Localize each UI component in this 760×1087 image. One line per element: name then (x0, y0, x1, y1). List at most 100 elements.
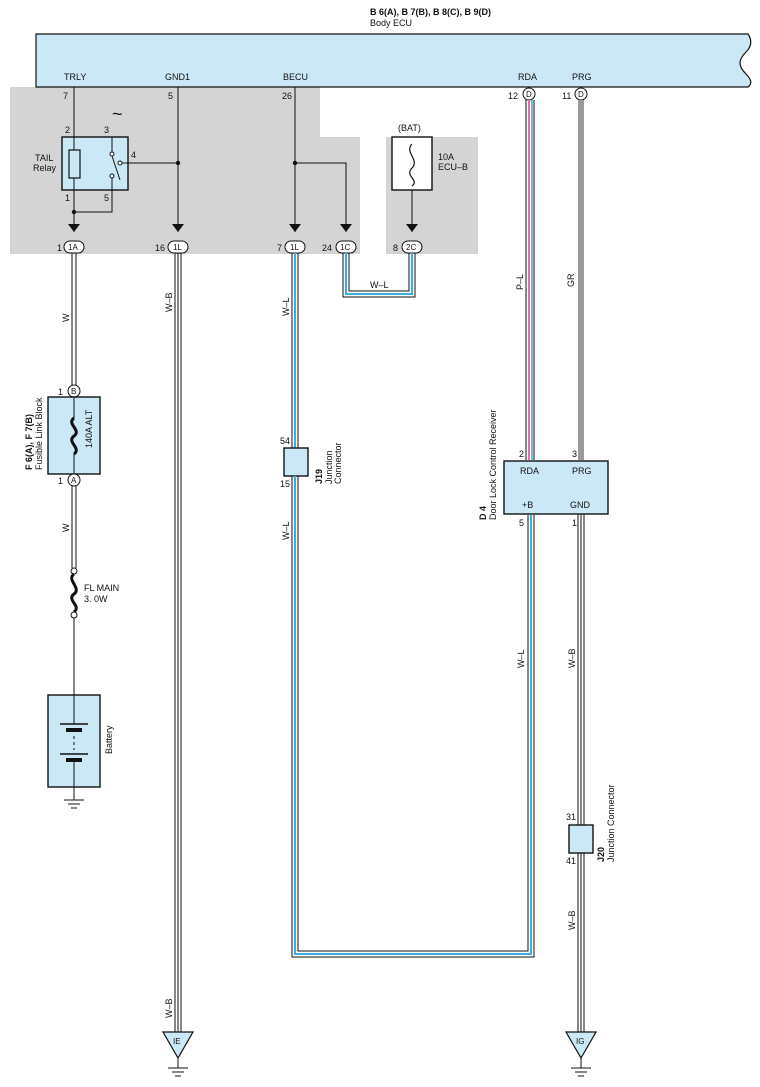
svg-text:W: W (61, 313, 71, 322)
svg-text:IG: IG (576, 1037, 584, 1046)
fuse-ecu-b: (BAT) 10A ECU–B (391, 123, 468, 191)
svg-text:D 4: D 4 (478, 506, 488, 520)
ground-ig: IG (564, 1031, 598, 1077)
wire-label-wl2: W–L (281, 521, 291, 540)
svg-text:D: D (526, 90, 532, 99)
wire-wl-loop (342, 253, 416, 298)
pin-becu: 26 (282, 91, 292, 101)
wire-wl-becu (291, 253, 299, 448)
pin-prg: 11 (562, 91, 571, 101)
wire-label-wl3: W–L (516, 649, 526, 668)
ground-ie: IE (161, 1031, 195, 1077)
jb-connector-1l-becu: 7 1L (277, 224, 306, 254)
jb-connector-1a: 1 1A (57, 224, 85, 254)
wire-label-wb2: W–B (567, 648, 577, 668)
svg-text:2C: 2C (406, 243, 416, 252)
fl-main-fuse: FL MAIN 3. 0W (70, 567, 119, 695)
pin-rda: 12 (508, 91, 518, 101)
svg-text:41: 41 (566, 856, 576, 866)
svg-text:PRG: PRG (572, 466, 592, 476)
svg-text:1: 1 (58, 476, 63, 486)
svg-text:A: A (71, 476, 77, 485)
wire-wb-ie (174, 253, 182, 1032)
svg-text:1L: 1L (290, 243, 299, 252)
svg-text:54: 54 (280, 436, 290, 446)
wire-wl-return (291, 476, 535, 958)
ecu-connectors: B 6(A), B 7(B), B 8(C), B 9(D) (370, 7, 491, 17)
tail-relay: TAIL Relay 2 3 ~ 4 1 5 (33, 104, 136, 203)
svg-text:1C: 1C (340, 243, 350, 252)
wire-label-wl1: W–L (281, 297, 291, 316)
svg-text:IE: IE (173, 1037, 181, 1046)
svg-text:8: 8 (393, 243, 398, 253)
jb-connector-1c: 24 1C (322, 224, 357, 254)
wire-label-wb4: W–B (164, 998, 174, 1018)
fuse-name: ECU–B (438, 162, 468, 172)
svg-text:Door Lock Control Receiver: Door Lock Control Receiver (488, 409, 498, 520)
wire-pl (525, 100, 535, 460)
svg-text:J20: J20 (596, 847, 606, 862)
svg-text:5: 5 (519, 518, 524, 528)
door-lock-control-receiver: 2 RDA 3 PRG +B GND 5 1 D 4 Door Lock Con… (478, 409, 609, 528)
wire-label-wl-loop: W–L (370, 280, 389, 290)
svg-text:D: D (578, 90, 584, 99)
ecu-name: Body ECU (370, 18, 412, 28)
svg-text:B: B (71, 387, 76, 396)
fuse-rating: 10A (438, 152, 454, 162)
svg-text:F 6(A), F 7(B): F 6(A), F 7(B) (24, 414, 34, 470)
svg-text:24: 24 (322, 243, 332, 253)
battery: Battery (47, 694, 114, 809)
svg-text:31: 31 (566, 812, 576, 822)
pin-gnd1: 5 (168, 91, 173, 101)
relay-pin-5: 5 (104, 193, 109, 203)
svg-text:J19: J19 (314, 469, 324, 484)
terminal-becu: BECU (283, 72, 308, 82)
terminal-trly: TRLY (64, 72, 86, 82)
relay-name-2: Relay (33, 163, 57, 173)
svg-text:1: 1 (58, 387, 63, 397)
wire-w-upper: W (61, 253, 77, 385)
relay-pin-4: 4 (131, 150, 136, 160)
wire-w-lower: W (61, 486, 77, 568)
svg-text:Fusible Link Block: Fusible Link Block (34, 397, 44, 470)
connector-d-rda: D (522, 87, 536, 101)
svg-text:1: 1 (572, 518, 577, 528)
relay-name-1: TAIL (35, 153, 53, 163)
svg-text:15: 15 (280, 479, 290, 489)
relay-pin-3: 3 (104, 125, 109, 135)
svg-text:Junction Connector: Junction Connector (606, 784, 616, 862)
fusible-link-block: B 1 140A ALT A 1 F 6(A), F 7(B) Fusible … (24, 384, 101, 487)
svg-text:1A: 1A (68, 243, 78, 252)
svg-text:1L: 1L (173, 243, 182, 252)
svg-text:Junction: Junction (324, 450, 334, 484)
svg-text:+B: +B (522, 500, 533, 510)
relay-pin-1: 1 (65, 193, 70, 203)
j19-junction-connector: 54 15 J19 Junction Connector (280, 436, 343, 489)
jb-connector-1l-gnd: 16 1L (155, 224, 189, 254)
connector-d-prg: D (574, 87, 588, 101)
wire-label-wb3: W–B (567, 910, 577, 930)
svg-text:W: W (61, 523, 71, 532)
relay-tilde: ~ (112, 104, 123, 124)
body-ecu: B 6(A), B 7(B), B 8(C), B 9(D) Body ECU … (35, 7, 752, 88)
wire-label-wb1: W–B (164, 292, 174, 312)
svg-text:140A ALT: 140A ALT (84, 409, 94, 448)
terminal-prg: PRG (572, 72, 592, 82)
svg-text:GND: GND (570, 500, 591, 510)
svg-text:16: 16 (155, 243, 165, 253)
terminal-rda: RDA (518, 72, 537, 82)
terminal-gnd1: GND1 (165, 72, 190, 82)
svg-text:1: 1 (57, 243, 62, 253)
svg-text:2: 2 (519, 449, 524, 459)
svg-text:3. 0W: 3. 0W (84, 594, 108, 604)
svg-text:Connector: Connector (333, 442, 343, 484)
wire-label-gr: GR (566, 273, 576, 287)
pin-trly: 7 (63, 91, 68, 101)
svg-text:3: 3 (572, 449, 577, 459)
relay-pin-2: 2 (65, 125, 70, 135)
wire-wb-ig (577, 514, 585, 1032)
svg-text:7: 7 (277, 243, 282, 253)
svg-text:Battery: Battery (104, 725, 114, 754)
svg-text:RDA: RDA (520, 466, 539, 476)
